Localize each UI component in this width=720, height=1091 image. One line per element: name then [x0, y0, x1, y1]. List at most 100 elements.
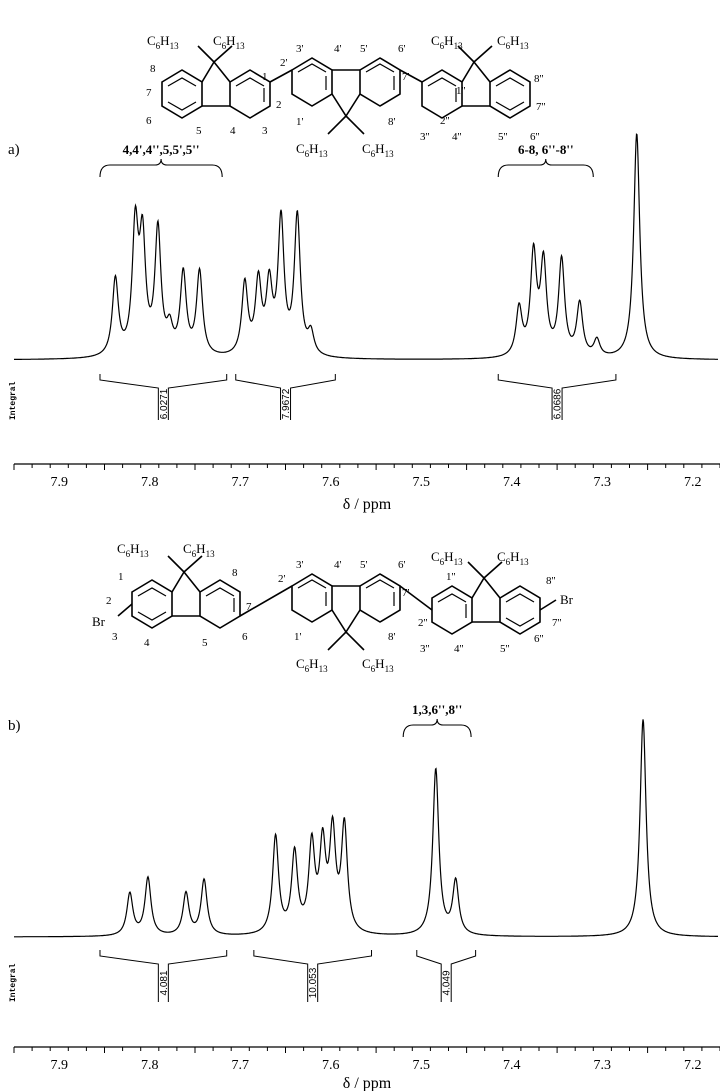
- spectrum-trace: [14, 133, 718, 360]
- svg-text:8: 8: [232, 567, 238, 579]
- x-tick-label: 7.7: [232, 1058, 250, 1073]
- svg-text:7: 7: [246, 601, 252, 613]
- x-tick-label: 7.4: [503, 1058, 521, 1073]
- svg-text:2'': 2'': [418, 617, 427, 629]
- svg-text:5': 5': [360, 43, 368, 55]
- hexyl-label: C6H13: [497, 33, 529, 51]
- annotation-label: 6-8, 6''-8'': [518, 142, 574, 157]
- integral-value: 6.0686: [553, 388, 564, 419]
- svg-text:5: 5: [202, 637, 208, 649]
- svg-text:2': 2': [278, 573, 286, 585]
- structure-a: [161, 45, 531, 135]
- svg-text:3: 3: [112, 631, 118, 643]
- svg-text:4: 4: [144, 637, 150, 649]
- svg-text:4': 4': [334, 43, 342, 55]
- svg-text:7': 7': [402, 587, 410, 599]
- svg-text:8': 8': [388, 631, 396, 643]
- svg-text:3'': 3'': [420, 131, 429, 143]
- integral-bracket: [416, 950, 477, 1002]
- x-tick-label: 7.8: [141, 475, 159, 490]
- svg-text:1': 1': [294, 631, 302, 643]
- svg-text:6'': 6'': [530, 131, 539, 143]
- spectrum-trace: [14, 719, 718, 938]
- integral-axis-label: Integral: [9, 381, 18, 420]
- svg-text:6': 6': [398, 559, 406, 571]
- integral-bracket: [235, 374, 336, 420]
- hexyl-label: C6H13: [431, 549, 463, 567]
- hexyl-label: C6H13: [296, 656, 328, 674]
- svg-text:2: 2: [276, 99, 282, 111]
- svg-text:7: 7: [146, 87, 152, 99]
- x-tick-label: 7.5: [413, 1058, 431, 1073]
- svg-text:7'': 7'': [552, 617, 561, 629]
- annotation-label: 1,3,6'',8'': [412, 702, 462, 717]
- structure-a-numbers: 123 456 78 1'2'3' 4'5'6' 7'8' 1''2''3'' …: [146, 43, 545, 143]
- x-axis-label: δ / ppm: [343, 496, 392, 513]
- svg-text:5'': 5'': [498, 131, 507, 143]
- svg-text:6'': 6'': [534, 633, 543, 645]
- x-tick-label: 7.4: [503, 475, 521, 490]
- x-tick-label: 7.3: [594, 475, 612, 490]
- hexyl-label: C6H13: [183, 541, 215, 559]
- svg-text:1: 1: [262, 71, 268, 83]
- integral-bracket: [99, 950, 228, 1002]
- integral-value: 4.049: [442, 970, 453, 995]
- x-tick-label: 7.5: [413, 475, 431, 490]
- svg-text:4': 4': [334, 559, 342, 571]
- hexyl-label: C6H13: [147, 33, 179, 51]
- integral-bracket: [99, 374, 228, 420]
- svg-text:3: 3: [262, 125, 268, 137]
- panel-label-b: b): [8, 718, 21, 734]
- svg-text:4'': 4'': [454, 643, 463, 655]
- hexyl-label: C6H13: [117, 541, 149, 559]
- hexyl-label: C6H13: [497, 549, 529, 567]
- x-tick-label: 7.2: [684, 475, 702, 490]
- x-tick-label: 7.7: [232, 475, 250, 490]
- structure-b: [117, 555, 557, 651]
- svg-text:6: 6: [242, 631, 248, 643]
- hexyl-label: C6H13: [431, 33, 463, 51]
- svg-text:4'': 4'': [452, 131, 461, 143]
- integral-bracket: [253, 950, 373, 1002]
- svg-text:1: 1: [118, 571, 124, 583]
- svg-text:8: 8: [150, 63, 156, 75]
- integral-value: 7.9672: [281, 388, 292, 419]
- svg-text:3': 3': [296, 559, 304, 571]
- annotation-label: 4,4',4'',5,5',5'': [123, 142, 200, 157]
- svg-text:3': 3': [296, 43, 304, 55]
- svg-text:8': 8': [388, 116, 396, 128]
- svg-text:2'': 2'': [440, 115, 449, 127]
- integral-axis-label: Integral: [9, 963, 18, 1002]
- bromine-label: Br: [92, 614, 106, 629]
- x-tick-label: 7.9: [51, 1058, 69, 1073]
- x-tick-label: 7.9: [51, 475, 69, 490]
- integral-value: 6.0271: [159, 388, 170, 419]
- hexyl-label: C6H13: [362, 656, 394, 674]
- svg-text:8'': 8'': [546, 575, 555, 587]
- hexyl-label: C6H13: [296, 141, 328, 159]
- svg-text:4: 4: [230, 125, 236, 137]
- svg-text:5: 5: [196, 125, 202, 137]
- svg-text:1'': 1'': [446, 571, 455, 583]
- integral-value: 10.053: [308, 967, 319, 998]
- svg-text:2': 2': [280, 57, 288, 69]
- svg-text:8'': 8'': [534, 73, 543, 85]
- annotation-bracket: [497, 158, 594, 178]
- svg-text:6': 6': [398, 43, 406, 55]
- bromine-label: Br: [560, 592, 574, 607]
- svg-text:1'': 1'': [456, 85, 465, 97]
- x-tick-label: 7.3: [594, 1058, 612, 1073]
- svg-text:7'': 7'': [536, 101, 545, 113]
- svg-text:6: 6: [146, 115, 152, 127]
- x-tick-label: 7.6: [322, 475, 340, 490]
- svg-text:1': 1': [296, 116, 304, 128]
- panel-label-a: a): [8, 142, 20, 158]
- annotation-bracket: [99, 158, 223, 178]
- svg-text:2: 2: [106, 595, 112, 607]
- x-axis-label: δ / ppm: [343, 1075, 392, 1091]
- svg-text:3'': 3'': [420, 643, 429, 655]
- integral-bracket: [497, 374, 617, 420]
